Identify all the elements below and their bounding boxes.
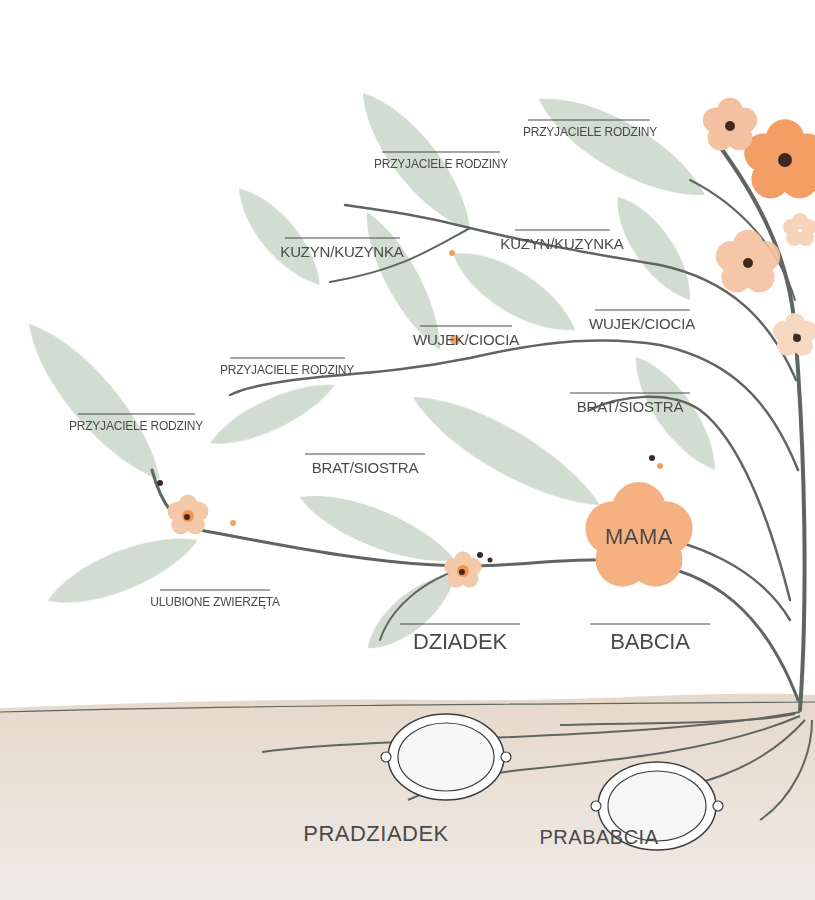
leaves: [11, 78, 730, 661]
field-label: PRZYJACIELE RODZINY: [220, 364, 354, 377]
field-label: KUZYN/KUZYNKA: [500, 236, 623, 253]
branches: [152, 140, 805, 710]
field-label: WUJEK/CIOCIA: [589, 316, 695, 333]
field-label: PRZYJACIELE RODZINY: [523, 126, 657, 139]
frame-heading: PRABABCIA: [540, 826, 659, 848]
write-in-lines: [78, 120, 710, 624]
node-outline: [380, 710, 512, 804]
flower-node: MAMA: [580, 478, 698, 596]
ground: [0, 694, 815, 900]
field-label: ULUBIONE ZWIERZĘTA: [150, 596, 280, 609]
field-label: KUZYN/KUZYNKA: [280, 244, 403, 261]
ground-line: [0, 702, 815, 712]
photo-frame: PRADZIADEK: [380, 710, 512, 804]
photo-frame: PRABABCIA: [590, 758, 724, 854]
frame-heading: PRADZIADEK: [303, 822, 449, 846]
field-label: PRZYJACIELE RODZINY: [69, 420, 203, 433]
field-label: DZIADEK: [413, 630, 507, 654]
node-label: MAMA: [605, 525, 673, 549]
field-label: BRAT/SIOSTRA: [577, 399, 684, 416]
field-label: BRAT/SIOSTRA: [312, 460, 419, 477]
field-label: WUJEK/CIOCIA: [413, 332, 519, 349]
small-flowers: [157, 98, 815, 588]
field-label: PRZYJACIELE RODZINY: [374, 158, 508, 171]
field-label: BABCIA: [610, 630, 690, 654]
roots: [262, 712, 812, 820]
